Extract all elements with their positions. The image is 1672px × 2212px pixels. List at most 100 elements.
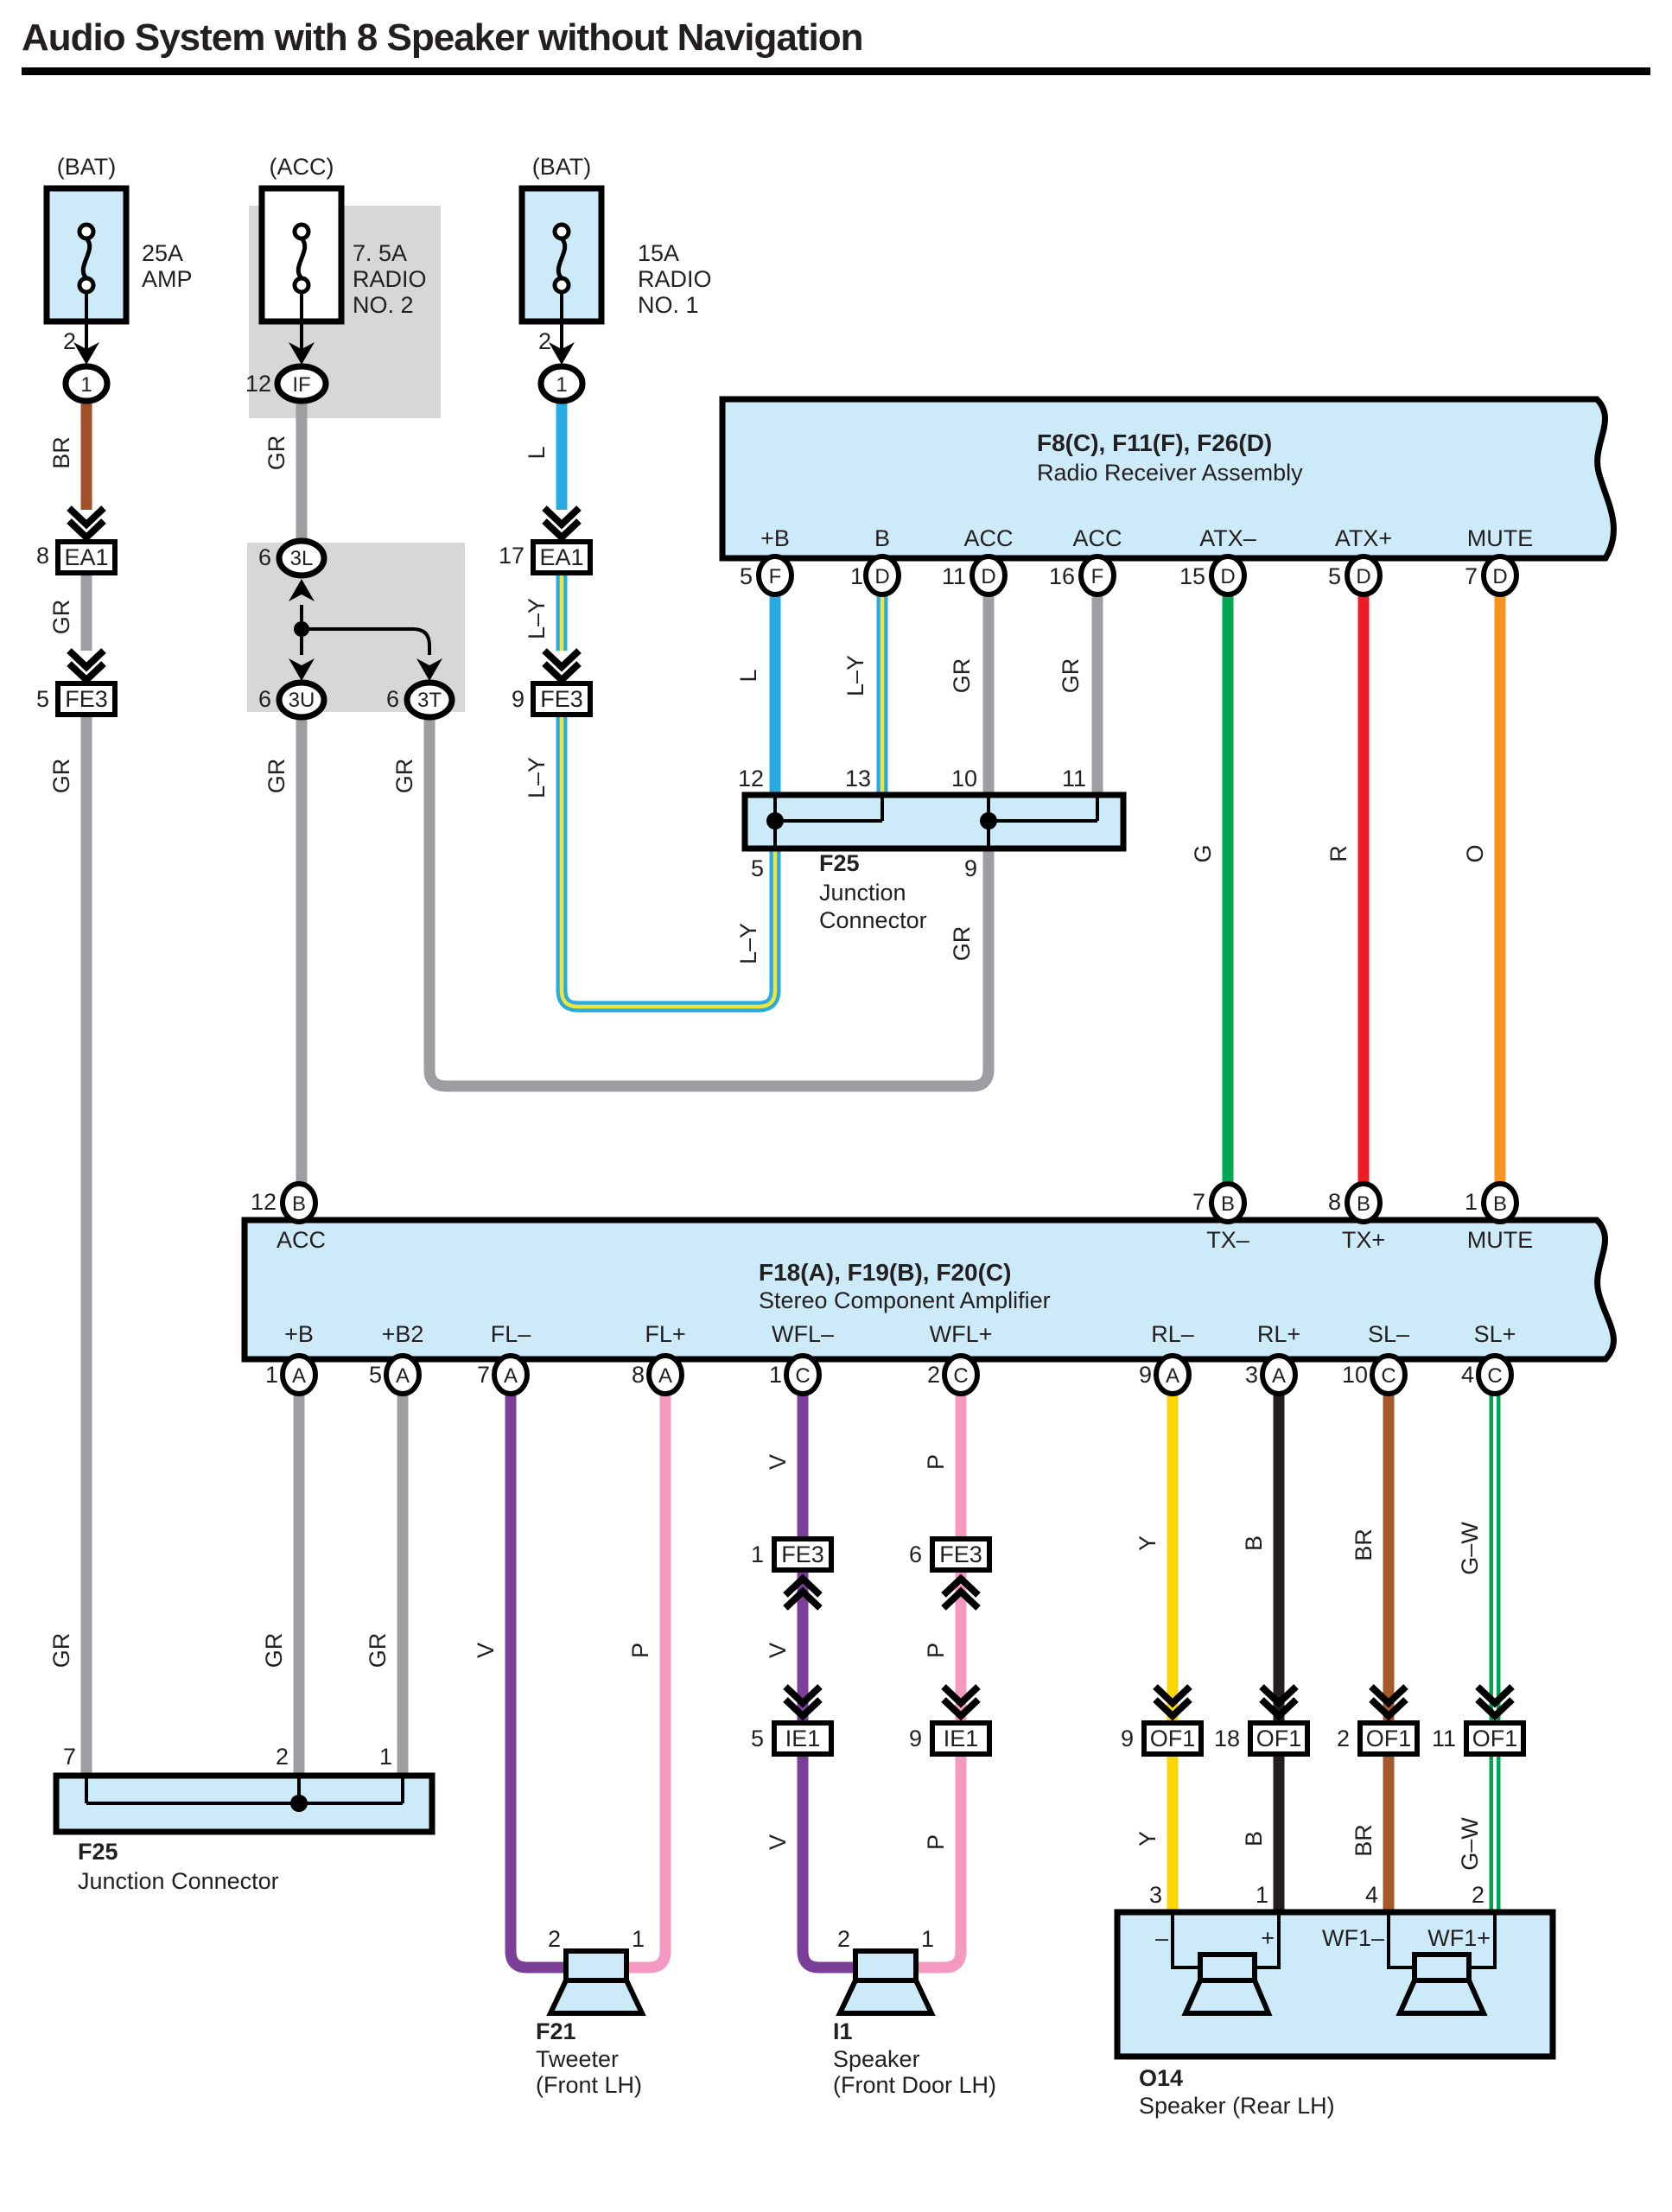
speaker-code: F21: [536, 2018, 576, 2044]
o14-box: [1114, 1909, 1556, 2060]
wire-label: BR: [1351, 1529, 1376, 1561]
terminal-pin-num: 12: [245, 371, 271, 397]
wire-label: V: [473, 1643, 499, 1658]
fuse-radio1-top-contact: [552, 222, 571, 241]
wire-label: L: [524, 446, 550, 459]
amp-bottom-label: +B2: [382, 1321, 424, 1347]
amp-bottom-label: WFL+: [930, 1321, 993, 1347]
wire-label: BR: [1351, 1824, 1376, 1857]
connector-label: IE1: [785, 1726, 821, 1751]
pin-circle: [1476, 1353, 1514, 1396]
amp-bottom-num: 1: [265, 1362, 278, 1388]
amp-bottom-conn: A: [1272, 1364, 1286, 1388]
connector-pin-num: 9: [512, 686, 524, 712]
connector-label: IE1: [944, 1726, 979, 1751]
amp-name: Stereo Component Amplifier: [759, 1287, 1051, 1313]
amp-bottom-conn: A: [658, 1364, 672, 1388]
amp-bottom-conn: C: [1381, 1364, 1395, 1388]
connector-label: FE3: [781, 1541, 824, 1567]
amp-bottom-conn: A: [504, 1364, 518, 1388]
junction-dot: [290, 1795, 308, 1812]
pin-circle: [1154, 1353, 1192, 1396]
connector-label: OF1: [1256, 1726, 1302, 1751]
f25-pin-num: 13: [845, 766, 871, 791]
speaker-pin-num: 1: [921, 1926, 934, 1952]
arrow-down-icon: [73, 342, 99, 365]
wire-label: V: [765, 1643, 791, 1658]
amp-acc-label: ACC: [277, 1227, 326, 1253]
chevron-down-icon: [1369, 1684, 1408, 1721]
amp-bottom-num: 3: [1245, 1362, 1258, 1388]
wire-label: P: [627, 1643, 653, 1658]
speaker-pin-num: 2: [837, 1926, 850, 1952]
amp-bottom-label: SL–: [1368, 1321, 1409, 1347]
fuse-radio2-top-contact: [292, 222, 311, 241]
radio-code: F8(C), F11(F), F26(D): [1037, 429, 1272, 456]
speaker-cone-icon: [836, 1978, 936, 2016]
amp-bottom-num: 5: [369, 1362, 382, 1388]
wire-label: P: [923, 1454, 949, 1470]
f25-pin-num: 5: [751, 855, 764, 881]
wire-label: L–Y: [524, 598, 550, 639]
terminal-label: 1: [80, 373, 92, 397]
f25-code: F25: [78, 1839, 118, 1865]
amp-bottom-label: RL–: [1151, 1321, 1194, 1347]
pin-circle: [280, 1181, 318, 1224]
amp-bottom-label: SL+: [1474, 1321, 1516, 1347]
f25-desc: Junction Connector: [78, 1868, 279, 1894]
wire-label: GR: [949, 926, 975, 962]
speaker-i1: [836, 1948, 936, 2016]
connector-fe3: [772, 1536, 834, 1573]
bus-label: (BAT): [532, 154, 592, 180]
speaker-pin-num: 1: [1256, 1882, 1268, 1908]
f25-junction-bottom: [53, 1772, 435, 1835]
pin-circle: [942, 1353, 980, 1396]
radio-pin-num: 15: [1179, 563, 1205, 589]
chevron-down-icon: [1153, 1684, 1192, 1721]
speaker-pin-num: 3: [1149, 1882, 1162, 1908]
junction-dot: [766, 812, 784, 830]
amp-bottom-num: 2: [927, 1362, 940, 1388]
connector-label: EA1: [64, 544, 108, 570]
arrow-down-icon: [289, 342, 315, 365]
terminal-label: IF: [292, 373, 310, 397]
wire-label: Y: [1135, 1535, 1160, 1551]
radio-pin-label: ACC: [963, 525, 1013, 551]
connector-pin-num: 9: [1121, 1726, 1134, 1751]
pin-circle: [1078, 554, 1116, 597]
amp-bottom-label: +B: [284, 1321, 314, 1347]
amp-bottom-conn: C: [795, 1364, 810, 1388]
speaker-terminal-label: WF1+: [1427, 1925, 1491, 1951]
wire-ly-fe3-f25-stripe: [559, 715, 778, 1009]
wire-label: GR: [365, 1633, 391, 1669]
connector-ie1: [930, 1720, 992, 1757]
chevron-down-icon: [783, 1684, 823, 1721]
wire-label: O: [1462, 844, 1488, 862]
fuse-rating: 15A: [638, 240, 679, 266]
amp-bottom-conn: C: [1487, 1364, 1502, 1388]
pin-circle: [970, 554, 1008, 597]
connector-of1: [1464, 1720, 1526, 1757]
speaker-name: (Front LH): [536, 2072, 642, 2098]
amp-bottom-num: 1: [769, 1362, 782, 1388]
connector-of1: [1248, 1720, 1310, 1757]
chevron-down-icon: [542, 505, 582, 543]
speaker-name: Tweeter: [536, 2046, 619, 2072]
fuse-amp-bottom-contact: [77, 276, 96, 295]
chevron-down-icon: [542, 648, 582, 685]
wire-label: V: [765, 1454, 791, 1470]
connector-label: FE3: [939, 1541, 982, 1567]
chevron-down-icon: [67, 648, 106, 685]
connector-pin-num: 8: [36, 543, 49, 569]
connector-label: 3U: [289, 689, 315, 712]
radio-pin-num: 5: [1328, 563, 1341, 589]
f25-pin-num: 7: [63, 1744, 76, 1770]
amp-top-num: 7: [1192, 1189, 1205, 1215]
fuse-radio1: [518, 185, 605, 404]
amp-bottom-conn: A: [1166, 1364, 1179, 1388]
f25-pin-num: 10: [951, 766, 977, 791]
wire-label: GR: [48, 759, 74, 794]
radio-pin-conn: D: [1220, 565, 1235, 588]
f25-code: F25: [819, 850, 860, 876]
